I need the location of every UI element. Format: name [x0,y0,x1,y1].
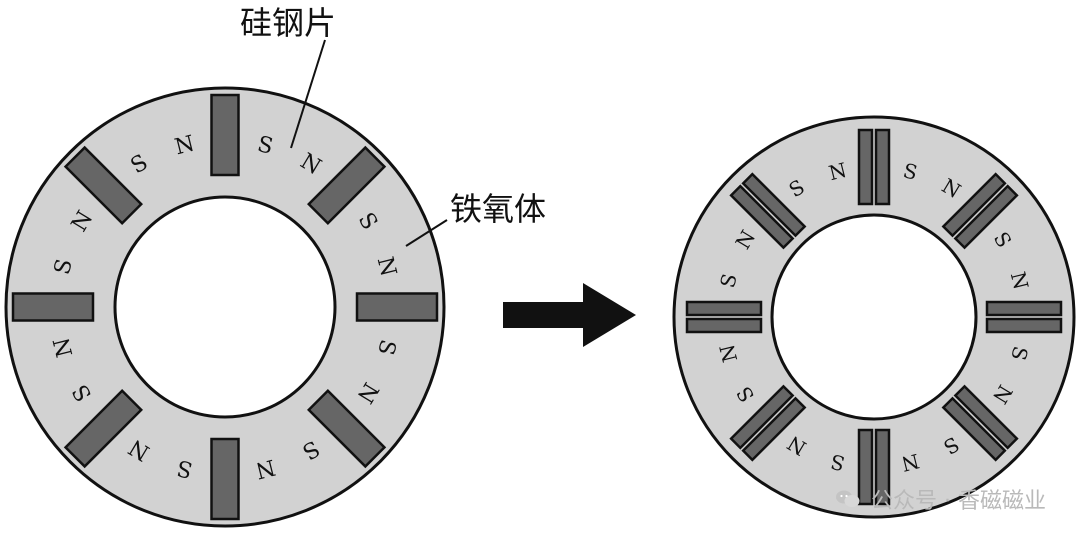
right-magnet-segment-2 [685,300,763,317]
left-magnet-7 [11,292,95,322]
pole-label-south: S [715,271,742,290]
right-magnet-4 [941,384,1019,462]
right-ring-inner [770,213,978,421]
pole-label-south: S [901,158,920,185]
right-magnet-segment-1 [685,317,763,334]
right-magnet-segment-2 [985,317,1063,334]
right-magnet-segment-1 [729,184,795,250]
silicon-steel-leader-line [290,39,326,149]
silicon-steel-label: 硅钢片 [240,4,336,42]
right-magnet-segment-1 [985,300,1063,317]
right-magnet-5 [857,428,891,506]
right-magnet-segment-2 [741,172,807,238]
left-magnet-bar [307,389,387,469]
ferrite-label: 铁氧体 [450,190,546,228]
watermark-text: 公众号 · 香磁磁业 [871,489,1046,514]
watermark: 公众号 · 香磁磁业 [835,483,1046,515]
right-magnet-segment-2 [941,396,1007,462]
pole-label-north: N [715,342,743,365]
left-magnet-2 [307,145,387,225]
right-magnet-segment-2 [729,384,795,450]
right-magnet-1 [857,128,891,206]
left-magnet-6 [63,389,143,469]
right-magnet-8 [729,172,807,250]
left-magnet-5 [210,437,240,521]
left-magnet-bar [307,145,387,225]
right-magnets [685,128,1063,506]
left-magnet-bar [63,145,143,225]
right-magnet-segment-1 [941,172,1007,238]
left-ring-inner [113,195,337,419]
arrow-right-icon [503,283,636,347]
wechat-icon [836,490,860,507]
pole-label-south: S [1006,344,1033,363]
pole-label-south: S [174,454,195,482]
pole-label-south: S [50,256,78,277]
pole-label-north: N [826,158,849,186]
right-magnet-2 [941,172,1019,250]
pole-label-south: S [372,337,400,358]
left-magnet-8 [63,145,143,225]
left-magnet-3 [355,292,439,322]
pole-label-north: N [1006,269,1034,292]
right-magnet-segment-1 [953,384,1019,450]
right-magnet-segment-2 [857,428,874,506]
left-magnet-bar [210,437,240,521]
right-magnet-segment-2 [953,184,1019,250]
right-magnet-segment-1 [874,428,891,506]
left-magnet-bar [11,292,95,322]
pole-label-south: S [828,449,847,476]
right-magnet-3 [985,300,1063,334]
pole-label-south: S [255,132,276,160]
left-magnets [11,93,439,521]
left-magnet-bar [63,389,143,469]
left-magnet-4 [307,389,387,469]
pole-label-north: N [899,449,922,477]
left-magnet-bar [210,93,240,177]
right-magnet-segment-1 [741,396,807,462]
right-magnet-7 [685,300,763,334]
ferrite-leader-line [405,219,448,247]
right-magnet-segment-1 [857,128,874,206]
right-magnet-6 [729,384,807,462]
left-magnet-1 [210,93,240,177]
left-magnet-bar [355,292,439,322]
right-magnet-segment-2 [874,128,891,206]
